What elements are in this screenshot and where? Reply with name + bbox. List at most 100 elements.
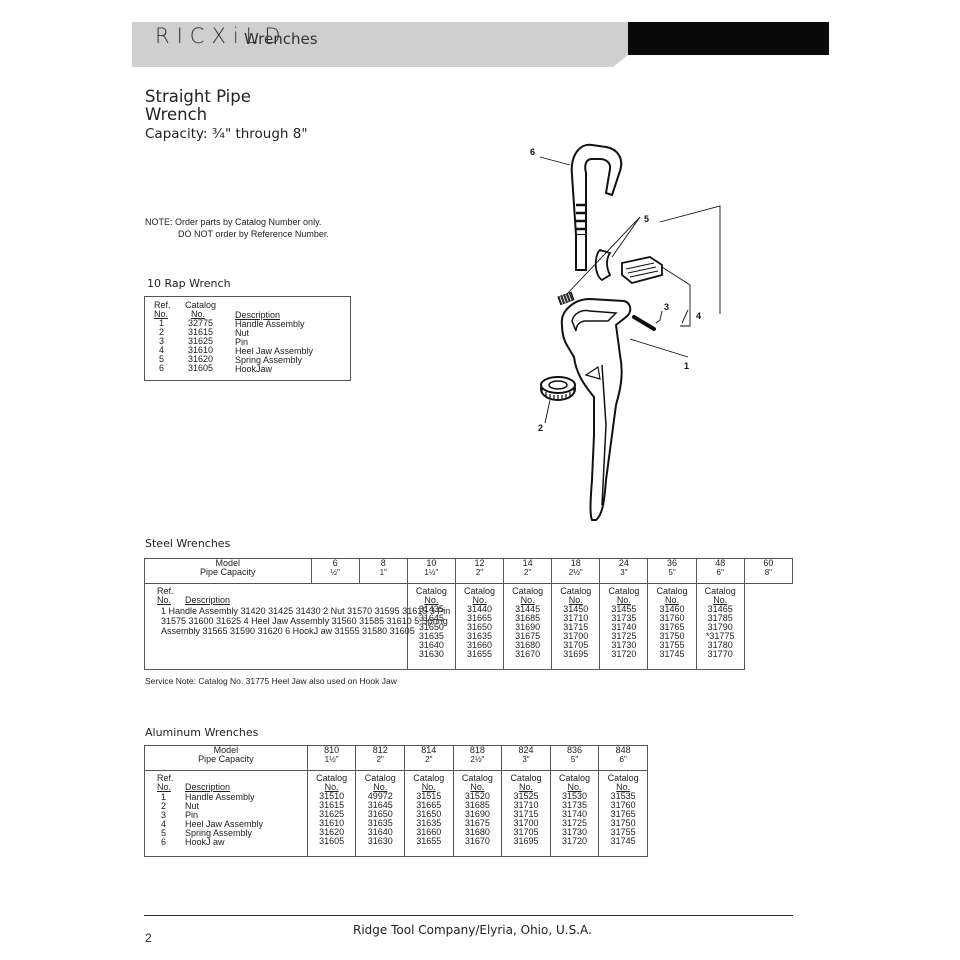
aluminum-catalog-value: 31730 [562,827,588,837]
spring-clip-icon [594,248,612,282]
steel-desc-block: Ref. No. Description 1 Handle Assembly 3… [144,583,450,670]
steel-no-label: No. [157,595,172,605]
aluminum-model-label: Model [213,745,239,755]
handle-assembly-icon [560,297,632,521]
callout-1: 1 [684,361,689,371]
footer-company: Ridge Tool Company/Elyria, Ohio, U.S.A. [353,923,592,937]
aluminum-catalog-no-label: No. [324,782,339,792]
aluminum-model-number: 812 [372,745,388,755]
steel-heading: Steel Wrenches [145,537,231,550]
aluminum-ref-value: 1 [161,792,167,802]
aluminum-ref-value: 6 [161,837,167,847]
aluminum-model-number: 818 [469,745,485,755]
steel-catalog-value: 31660 [466,640,492,650]
aluminum-catalog-label: Catalog [316,773,348,783]
rap-ref-value: 3 [159,336,165,346]
aluminum-catalog-value: 31650 [367,809,393,819]
aluminum-ref-label: Ref. [157,773,174,783]
aluminum-desc-value: Handle Assembly [185,792,255,802]
footer-rule [144,915,793,916]
steel-catalog-value: 31785 [707,613,733,623]
steel-catalog-value: 31715 [563,622,589,632]
aluminum-catalog-label: Catalog [559,773,591,783]
aluminum-catalog-value: 31620 [319,827,345,837]
aluminum-catalog-value: 31625 [319,809,345,819]
aluminum-catalog-value: 31635 [367,818,393,828]
aluminum-catalog-value: 31530 [562,791,588,801]
aluminum-ref-header: Ref. No. [157,774,174,792]
title-line-2: Wrench [145,105,208,124]
steel-catalog-no-label: No. [568,595,583,605]
aluminum-catalog-value: 31685 [464,800,490,810]
brand-logo: RICXiLD [155,24,288,48]
steel-catalog-label: Catalog [656,586,688,596]
steel-catalog-label: Catalog [704,586,736,596]
aluminum-catalog-value: 31610 [319,818,345,828]
aluminum-heading: Aluminum Wrenches [145,726,259,739]
aluminum-catalog-value: 49972 [367,791,393,801]
aluminum-ref-value: 2 [161,801,167,811]
rap-desc-value: Pin [235,337,249,347]
rap-ref-value: 2 [159,327,165,337]
aluminum-catalog-value: 31665 [416,800,442,810]
steel-catalog-value: 31665 [466,613,492,623]
aluminum-catalog-value: 31750 [610,818,636,828]
steel-pipe-capacity: 5" [668,568,676,577]
steel-catalog-label: Catalog [608,586,640,596]
steel-catalog-value: 31720 [611,649,637,659]
aluminum-catalog-label: Catalog [413,773,445,783]
steel-catalog-value: 31640 [418,640,444,650]
order-note: NOTE: Order parts by Catalog Number only… [145,216,329,240]
aluminum-catalog-value: 31605 [319,836,345,846]
steel-pipe-capacity: 1½" [424,568,439,577]
aluminum-model-number: 810 [324,745,340,755]
aluminum-pipe-capacity: 6" [619,755,627,764]
aluminum-catalog-value: 31615 [319,800,345,810]
callout-2: 2 [538,423,543,433]
aluminum-catalog-label: Catalog [510,773,542,783]
header-black-bar [628,22,829,55]
steel-model-number: 14 [522,558,533,568]
capacity-text: Capacity: ¾" through 8" [145,126,308,142]
steel-catalog-no-label: No. [424,595,439,605]
spring-icon [557,291,575,306]
aluminum-ref-value: 3 [161,810,167,820]
steel-model-number: 6 [332,558,338,568]
aluminum-catalog-value: 31520 [464,791,490,801]
aluminum-pipe-capacity: 1½" [324,755,339,764]
aluminum-model-number: 814 [421,745,437,755]
rap-catalog-value: 31620 [188,354,214,364]
steel-catalog-value: 31750 [659,631,685,641]
aluminum-catalog-value: 31655 [416,836,442,846]
steel-catalog-value: 31635 [466,631,492,641]
hook-jaw-shank [575,235,587,271]
steel-catalog-value: 31760 [659,613,685,623]
rap-catalog-value: 32775 [188,318,214,328]
aluminum-pipe-capacity: 2½" [470,755,485,764]
steel-catalog-value: 31645 [418,613,444,623]
steel-capacity-label: Pipe Capacity [199,567,256,577]
aluminum-catalog-value: 31690 [464,809,490,819]
aluminum-desc-value: Pin [185,810,199,820]
steel-pipe-capacity: 2½" [568,568,583,577]
steel-catalog-label: Catalog [560,586,592,596]
steel-ref-header: Ref. No. [157,587,174,605]
steel-catalog-value: 31745 [659,649,685,659]
steel-catalog-value: 31740 [611,622,637,632]
aluminum-catalog-label: Catalog [461,773,493,783]
aluminum-catalog-value: 31740 [562,809,588,819]
aluminum-catalog-value: 31715 [513,809,539,819]
steel-catalog-no-label: No. [616,595,631,605]
